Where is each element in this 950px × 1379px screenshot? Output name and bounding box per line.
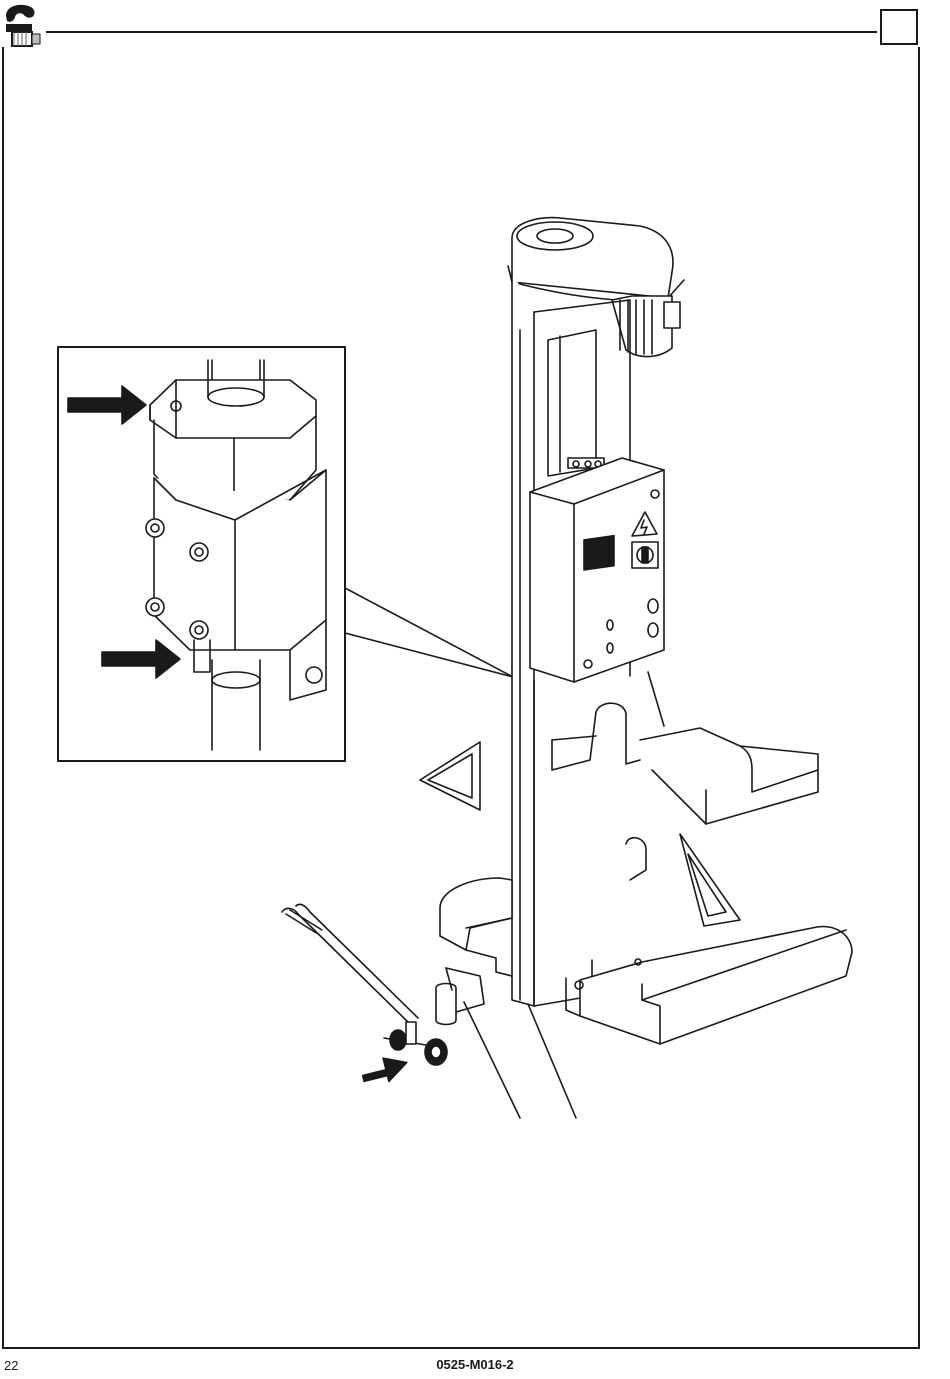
document-code: 0525-M016-2	[0, 1357, 950, 1372]
mobile-column-lift	[420, 218, 852, 1044]
detail-inset	[58, 347, 513, 761]
